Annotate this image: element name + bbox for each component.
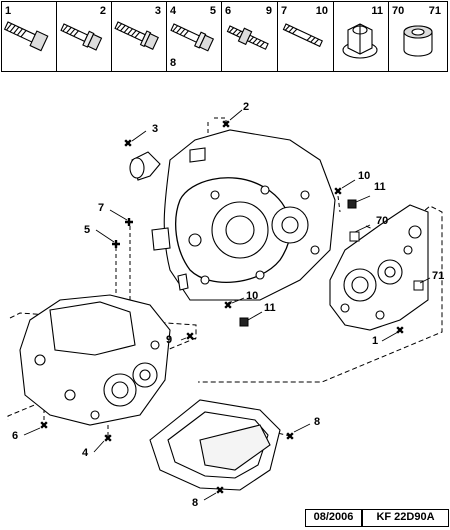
- cover-plate: [149, 399, 281, 491]
- clutch-housing: [151, 129, 336, 301]
- callout-label: 4: [82, 447, 89, 459]
- header-cell-8: 70 71: [388, 2, 447, 72]
- callout-label: 8: [314, 416, 321, 428]
- callout-label: 6: [12, 430, 19, 442]
- header-part-icons: [3, 21, 433, 59]
- bolt-icon: [170, 23, 215, 52]
- header-cell-7: 11: [333, 2, 389, 72]
- bush-70-part: [349, 231, 360, 242]
- bolt-icon: [60, 23, 103, 51]
- end-cover-housing: [329, 204, 429, 331]
- header-cell-num-right: 11: [371, 5, 383, 17]
- bolt-icon: [114, 21, 159, 50]
- callout-label: 7: [98, 202, 105, 214]
- stud-icon: [282, 23, 323, 48]
- leader-line: [337, 195, 341, 213]
- header-cell-3: 3: [111, 2, 167, 72]
- gearbox-housing: [19, 294, 171, 426]
- nut-11-part: [347, 199, 357, 209]
- footer-date: 08/2006: [305, 509, 362, 527]
- callout-label: 1: [372, 335, 379, 347]
- stud-icon: [226, 25, 269, 50]
- callout-label: 8: [192, 497, 199, 509]
- parts-header-strip: [1, 1, 448, 72]
- callout-label: 70: [376, 215, 389, 227]
- header-cell-1: 1: [1, 2, 57, 72]
- exploded-drawing: [7, 109, 443, 501]
- callout-label: 10: [358, 170, 371, 182]
- header-cell-num-right: 9: [265, 5, 272, 17]
- bolt-icon: [3, 21, 49, 52]
- guide-tube: [129, 151, 161, 181]
- leader-line: [227, 294, 251, 304]
- header-cell-num-right: 5: [209, 5, 216, 17]
- header-cell-num-right: 3: [154, 5, 161, 17]
- header-cell-4: 4 5 8: [166, 2, 222, 72]
- callout-label: 9: [166, 334, 173, 346]
- callout-label: 11: [264, 302, 276, 314]
- assembly-boundary-left: [7, 312, 197, 420]
- nut-icon: [342, 23, 378, 59]
- header-cell-6: 7 10: [277, 2, 334, 72]
- bush-icon: [403, 25, 433, 57]
- header-cell-num-left: 1: [5, 5, 12, 17]
- header-cell-num-right: 10: [315, 5, 328, 17]
- callout-label: 10: [246, 290, 259, 302]
- header-cell-num-left: 4: [170, 5, 177, 17]
- header-cell-num-right: 2: [99, 5, 106, 17]
- callout-label: 3: [152, 123, 159, 135]
- bolt-markers: [40, 120, 404, 494]
- header-cell-num-left: 70: [392, 5, 405, 17]
- callout-label: 71: [432, 270, 445, 282]
- header-cell-num-right: 71: [428, 5, 441, 17]
- header-cell-num-left: 6: [225, 5, 232, 17]
- nut-11-part: [239, 317, 249, 327]
- bush-71-part: [413, 280, 424, 291]
- header-cell-num-bottom: 8: [170, 57, 177, 69]
- callout-label: 11: [374, 181, 386, 193]
- header-cell-num-left: 7: [281, 5, 288, 17]
- callout-label: 2: [243, 101, 250, 113]
- callout-label: 5: [84, 224, 91, 236]
- footer-diagram-code: KF 22D90A: [362, 509, 449, 527]
- header-cell-5: 6 9: [221, 2, 278, 72]
- header-cell-2: 2: [56, 2, 112, 72]
